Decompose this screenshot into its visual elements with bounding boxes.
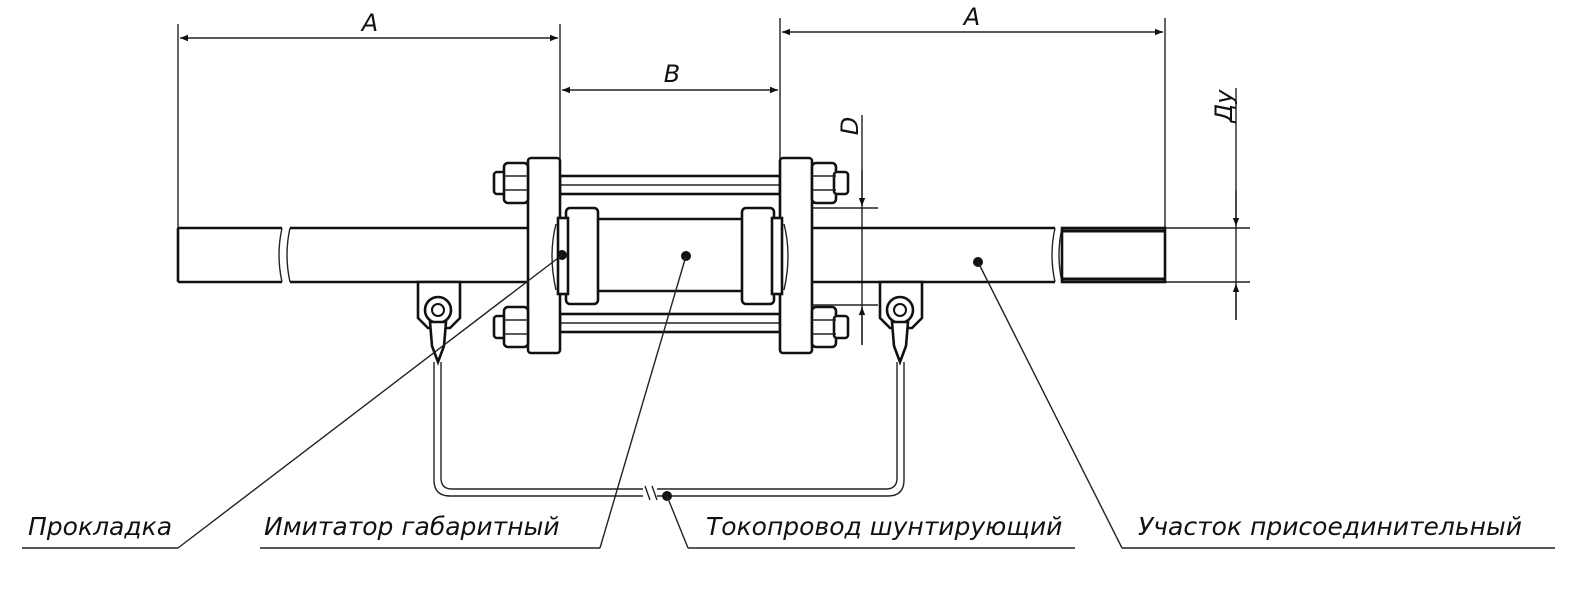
left-ground-clamp xyxy=(416,280,462,366)
left-lower-nut xyxy=(492,305,530,349)
right-lower-nut xyxy=(810,305,850,349)
label-shunt: Токопровод шунтирующий xyxy=(706,512,1062,541)
dimension-du: Ду xyxy=(1165,88,1250,320)
right-ground-clamp xyxy=(878,280,924,366)
label-connection-section: Участок присоединительный xyxy=(1138,512,1522,541)
dimension-a-right-label: A xyxy=(962,3,980,31)
dimension-du-label: Ду xyxy=(1210,89,1238,124)
simulator-body xyxy=(598,217,742,293)
left-upper-nut xyxy=(492,161,530,205)
right-upper-nut xyxy=(810,161,850,205)
dimension-a-right: A xyxy=(779,3,1166,228)
tie-rods xyxy=(558,174,782,334)
dimension-b: B xyxy=(562,60,778,94)
dimension-b-label: B xyxy=(664,60,680,88)
left-pipe xyxy=(176,226,530,284)
label-simulator: Имитатор габаритный xyxy=(264,512,560,541)
leader-connection-section xyxy=(973,257,1555,549)
dimension-a-left-label: A xyxy=(360,9,378,37)
dimension-a-left: A xyxy=(177,9,561,228)
right-pipe xyxy=(810,226,1167,284)
label-gasket: Прокладка xyxy=(28,512,172,541)
leader-simulator xyxy=(260,251,691,549)
dimension-d-label: D xyxy=(836,117,864,135)
shunt-conductor xyxy=(433,362,905,501)
leader-gasket xyxy=(22,250,567,549)
right-flange xyxy=(740,156,814,355)
leader-shunt xyxy=(662,491,1075,549)
